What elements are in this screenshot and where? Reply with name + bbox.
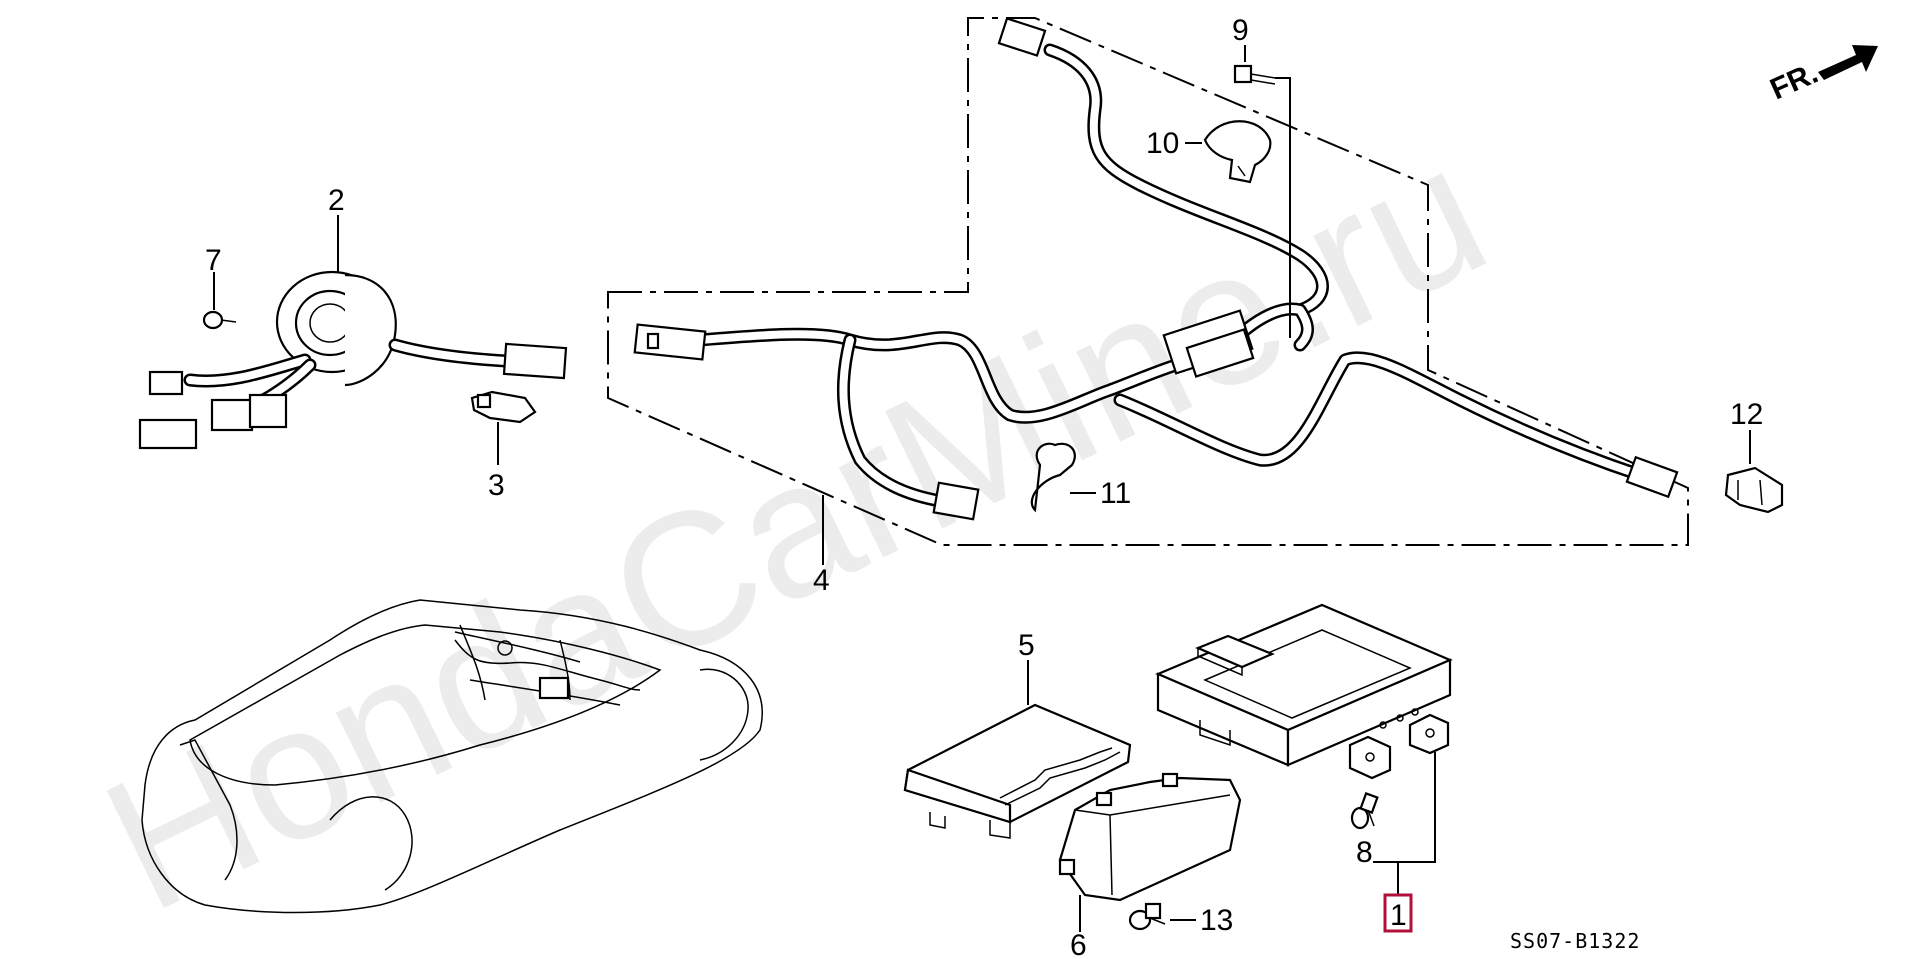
callout-3[interactable]: 3 — [488, 469, 505, 502]
vehicle-outline — [141, 599, 763, 914]
leader-9 — [1244, 45, 1291, 338]
leader-1-bracket — [1373, 752, 1436, 895]
callout-4[interactable]: 4 — [813, 564, 830, 597]
part-1-srs-unit[interactable] — [1155, 603, 1453, 780]
part-10-clip[interactable] — [1203, 120, 1272, 184]
part-6-cover[interactable] — [1058, 772, 1242, 902]
part-11-clip[interactable] — [1030, 442, 1076, 513]
callout-1[interactable]: 1 — [1390, 899, 1407, 932]
part-9-bolt[interactable] — [1233, 64, 1276, 85]
front-direction-indicator: FR. — [1765, 45, 1878, 106]
harness-group-outline — [607, 17, 1689, 546]
front-arrow-icon — [1818, 45, 1878, 80]
part-3-clip[interactable] — [470, 390, 537, 424]
front-label: FR. — [1765, 57, 1823, 107]
part-12-clip[interactable] — [1724, 466, 1784, 514]
callout-8[interactable]: 8 — [1356, 836, 1373, 869]
callout-7[interactable]: 7 — [205, 244, 222, 277]
callout-13[interactable]: 13 — [1200, 904, 1233, 937]
callout-11[interactable]: 11 — [1100, 477, 1131, 510]
callout-5[interactable]: 5 — [1018, 629, 1035, 662]
part-13-bolt[interactable] — [1128, 902, 1166, 931]
part-4-harness[interactable] — [633, 17, 1679, 521]
callout-12[interactable]: 12 — [1730, 398, 1763, 431]
callout-10[interactable]: 10 — [1146, 127, 1179, 160]
part-8-bolt[interactable] — [1350, 792, 1379, 830]
part-7-screw[interactable] — [202, 310, 237, 330]
part-5-cover[interactable] — [903, 703, 1132, 839]
watermark: HondaCarMine.ru — [75, 104, 1516, 952]
callout-1-highlight — [1383, 893, 1413, 933]
diagram-code: SS07-B1322 — [1510, 929, 1640, 953]
part-2-cable-reel[interactable] — [138, 270, 568, 450]
callout-2[interactable]: 2 — [328, 184, 345, 217]
callout-9[interactable]: 9 — [1232, 14, 1249, 47]
callout-6[interactable]: 6 — [1070, 929, 1087, 959]
